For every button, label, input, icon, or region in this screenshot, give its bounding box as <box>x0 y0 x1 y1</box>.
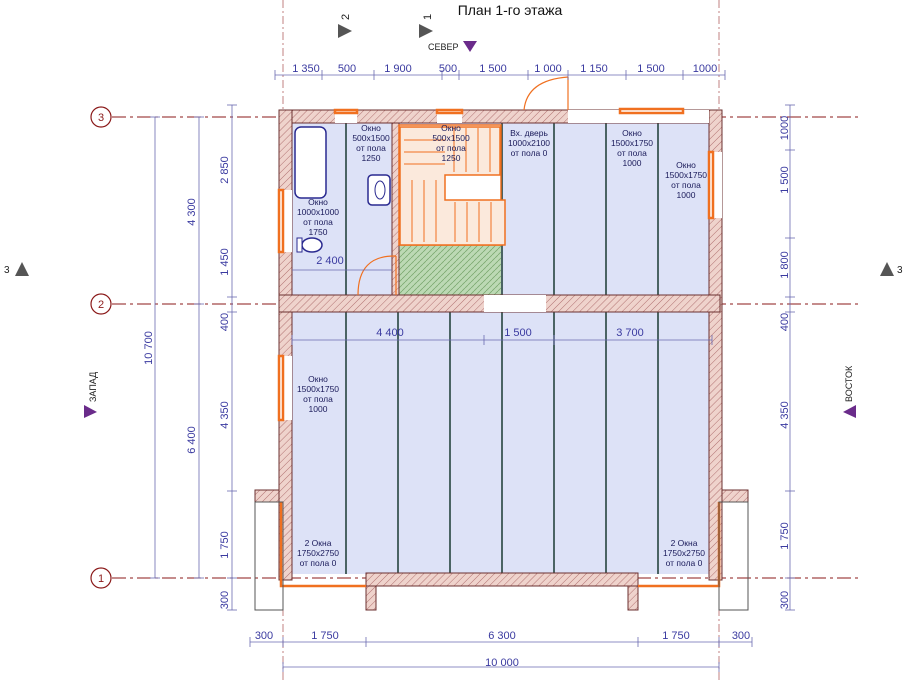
dim-left-mid-label: 6 400 <box>186 426 198 454</box>
dim-right-label: 4 350 <box>779 401 791 429</box>
section-triangle-icon <box>15 262 29 276</box>
dim-top-label: 500 <box>338 63 356 75</box>
section-mark-3-left: 3 <box>4 265 10 276</box>
dim-top-label: 1 150 <box>580 63 608 75</box>
west-arrow-icon <box>84 405 97 418</box>
axis-label: 2 <box>98 299 104 311</box>
axis-label: 3 <box>98 112 104 124</box>
compass: СЕВЕР ЗАПАД ВОСТОК <box>84 41 856 418</box>
toilet-icon <box>301 237 323 253</box>
doors <box>357 76 569 296</box>
dim-bottom-label: 1 750 <box>662 630 690 642</box>
axis-bubble <box>90 567 112 589</box>
sink-bowl <box>374 180 386 200</box>
dimension-texts: 1 350 500 1 900 500 1 500 1 000 1 150 1 500 1000… <box>143 63 791 669</box>
dim-left-label: 1 450 <box>219 248 231 276</box>
section-mark-1: 1 <box>422 14 434 20</box>
toilet-tank <box>296 237 303 253</box>
dim-right-label: 300 <box>779 591 791 609</box>
plan-title: План 1-го этажа <box>457 2 563 18</box>
north-label: СЕВЕР <box>428 42 459 52</box>
dim-left-label: 400 <box>219 313 231 331</box>
dim-top-label: 1000 <box>693 63 717 75</box>
axis-label: 1 <box>98 573 104 585</box>
section-mark-3-right: 3 <box>897 265 903 276</box>
dim-interior-label: 1 500 <box>504 327 532 339</box>
dim-top-label: 1 900 <box>384 63 412 75</box>
dim-bottom-label: 1 750 <box>311 630 339 642</box>
room-main <box>290 312 712 574</box>
bathtub-icon <box>294 126 327 199</box>
dim-right-label: 1 750 <box>779 522 791 550</box>
section-mark-2: 2 <box>340 14 352 20</box>
dim-interior-label: 3 700 <box>616 327 644 339</box>
stair-treads <box>404 128 492 242</box>
axis-bubble <box>90 293 112 315</box>
dim-right-label: 400 <box>779 313 791 331</box>
east-label: ВОСТОК <box>844 365 854 402</box>
sink-icon <box>367 174 391 206</box>
east-arrow-icon <box>843 405 856 418</box>
dim-interior-label: 2 400 <box>316 255 344 267</box>
dim-top-label: 1 000 <box>534 63 562 75</box>
dim-top-label: 1 500 <box>479 63 507 75</box>
beam-lines <box>345 123 659 574</box>
dim-left-label: 300 <box>219 591 231 609</box>
dim-bottom-label: 6 300 <box>488 630 516 642</box>
dim-left-label: 1 750 <box>219 531 231 559</box>
axis-bubbles: 3 2 1 <box>90 106 112 589</box>
tile-area <box>399 245 501 295</box>
dim-left-label: 2 850 <box>219 156 231 184</box>
dim-top-label: 500 <box>439 63 457 75</box>
dim-left-label: 4 350 <box>219 401 231 429</box>
dim-right-label: 1 800 <box>779 251 791 279</box>
north-arrow-icon <box>463 41 477 52</box>
section-markers: 2 1 3 3 <box>4 14 903 276</box>
porch-outline <box>254 501 749 611</box>
west-label: ЗАПАД <box>88 372 98 402</box>
axis-bubble <box>90 106 112 128</box>
section-triangle-icon <box>419 24 433 38</box>
dim-bottom-label: 300 <box>732 630 750 642</box>
dim-bottom-label: 300 <box>255 630 273 642</box>
dim-right-label: 1 500 <box>779 166 791 194</box>
dim-total-label: 10 000 <box>485 657 519 669</box>
dimension-lines <box>150 70 795 672</box>
section-triangle-icon <box>338 24 352 38</box>
dim-right-label: 1000 <box>779 116 791 140</box>
section-triangle-icon <box>880 262 894 276</box>
dim-top-label: 1 350 <box>292 63 320 75</box>
dim-top-label: 1 500 <box>637 63 665 75</box>
dim-interior-label: 4 400 <box>376 327 404 339</box>
dim-left-mid-label: 4 300 <box>186 198 198 226</box>
dim-left-total-label: 10 700 <box>143 331 155 365</box>
